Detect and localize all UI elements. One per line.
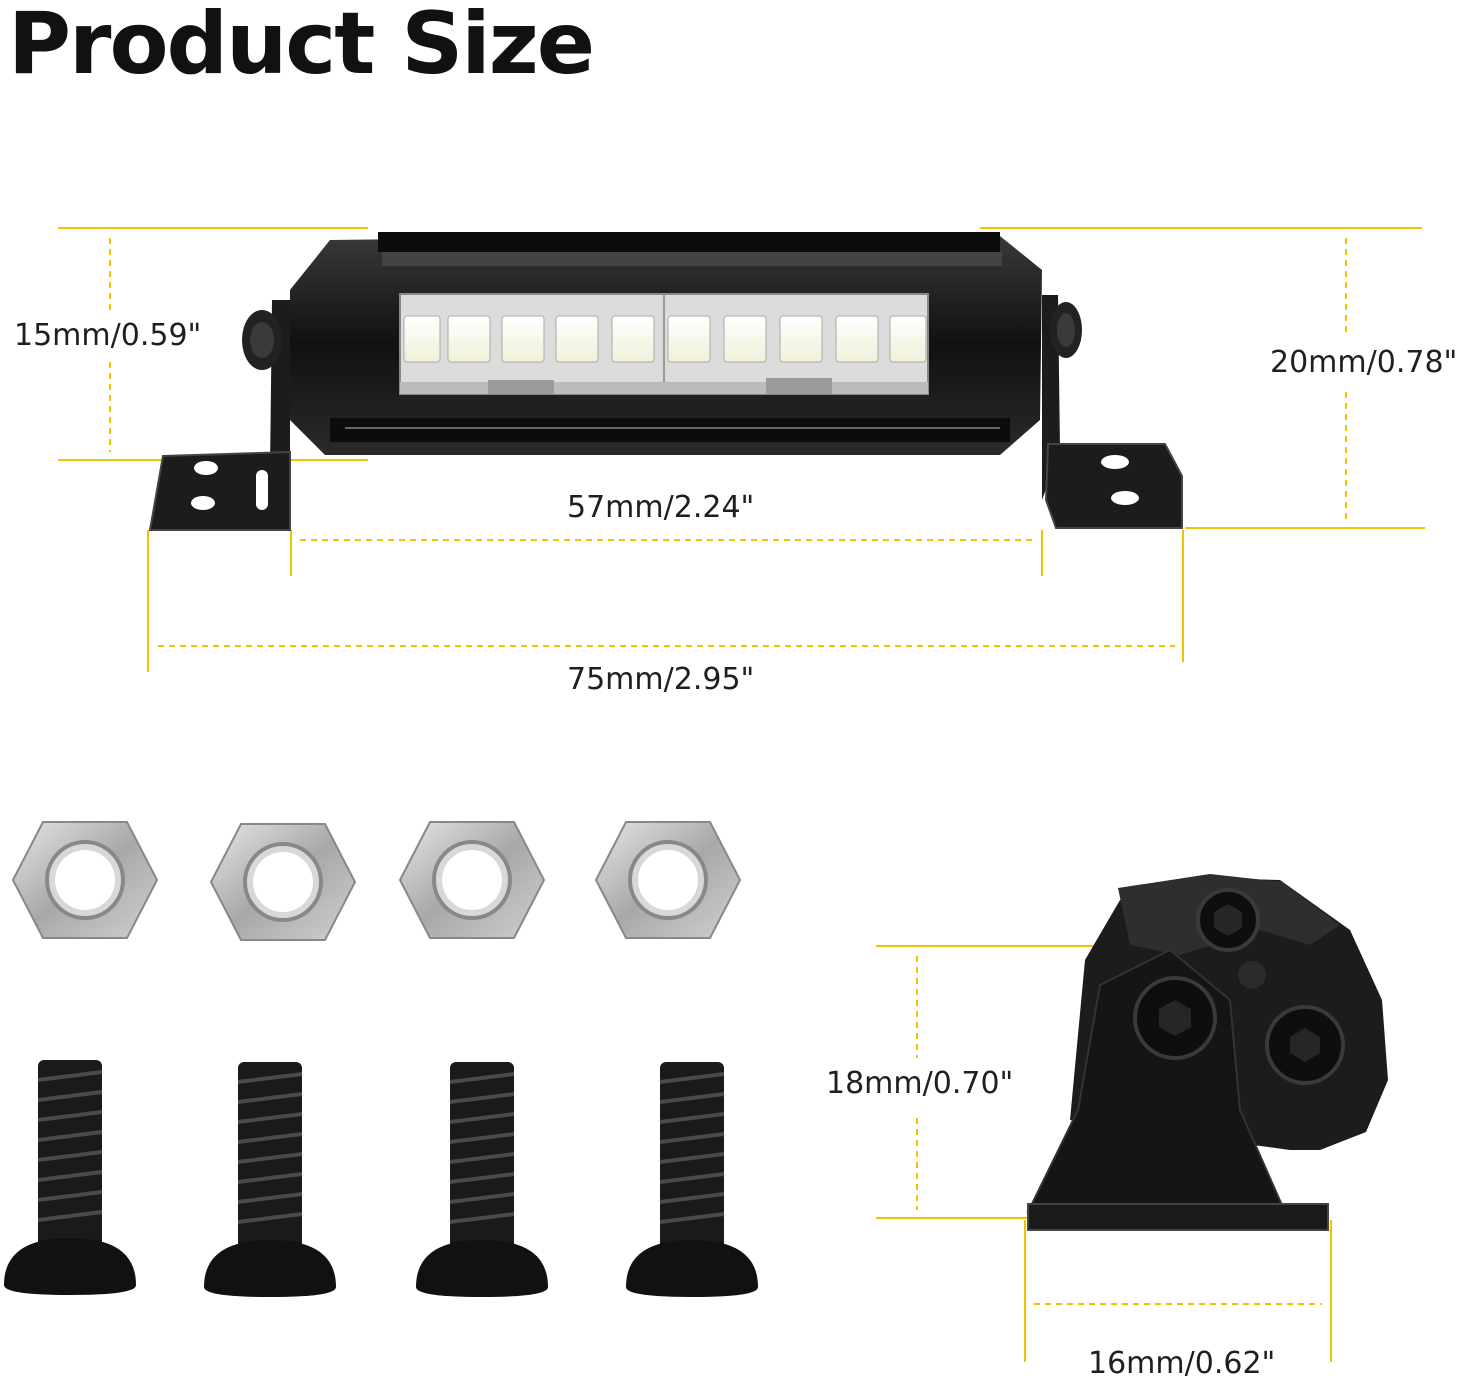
screw-icon <box>416 1062 548 1297</box>
screw-icon <box>204 1062 336 1297</box>
screw-set <box>4 1060 758 1297</box>
right-bracket <box>1042 295 1183 529</box>
nut-icon <box>209 823 357 941</box>
dimension-label-width-inner: 57mm/2.24" <box>567 490 755 525</box>
mount-bracket <box>1026 874 1388 1231</box>
nut-icon <box>594 821 742 939</box>
screw-icon <box>4 1060 136 1295</box>
nut-icon <box>11 821 159 939</box>
dimension-label-width-total: 75mm/2.95" <box>567 662 755 697</box>
dimension-label-height-led: 15mm/0.59" <box>14 318 202 353</box>
page-title: Product Size <box>8 0 595 94</box>
screw-icon <box>626 1062 758 1297</box>
nut-icon <box>398 821 546 939</box>
led-array <box>403 315 927 363</box>
nut-set <box>11 821 742 941</box>
dimension-label-height-total: 20mm/0.78" <box>1270 345 1458 380</box>
dimension-label-bracket-height: 18mm/0.70" <box>826 1066 1014 1101</box>
dimension-label-bracket-width: 16mm/0.62" <box>1088 1346 1276 1381</box>
dimension-lines-bracket <box>876 945 1332 1362</box>
left-bracket <box>148 300 291 531</box>
light-bar <box>148 232 1183 531</box>
